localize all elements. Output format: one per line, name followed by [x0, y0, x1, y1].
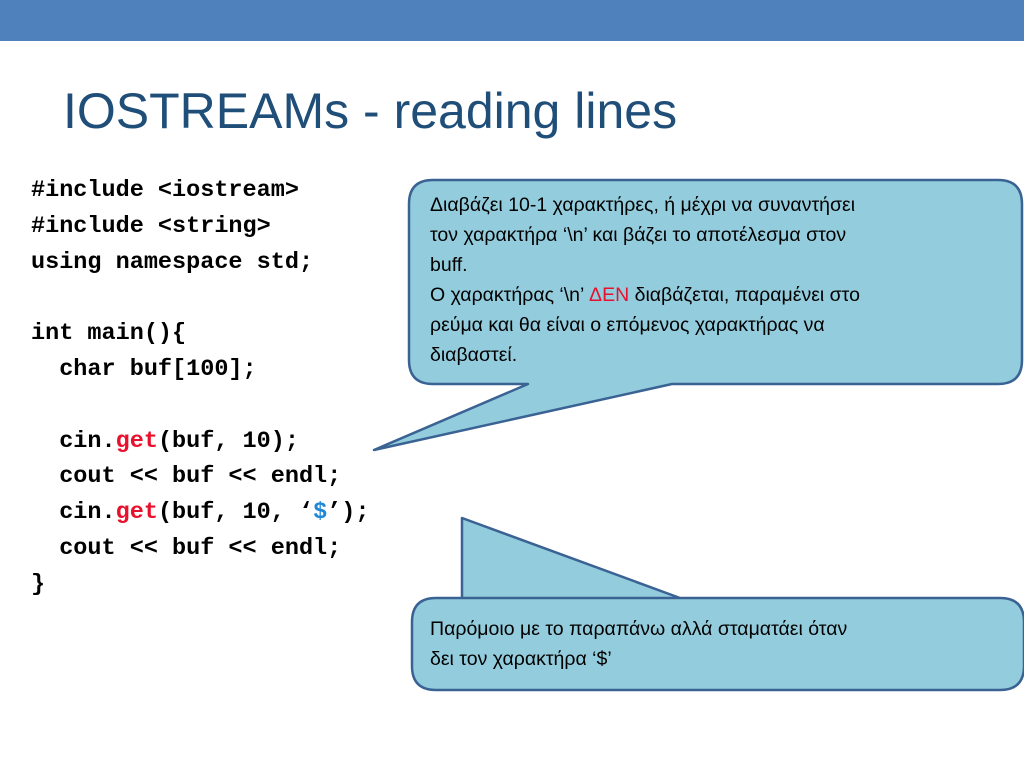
code-text: ’);	[327, 499, 370, 527]
callout-top-text: Διαβάζει 10-1 χαρακτήρες, ή μέχρι να συν…	[430, 190, 1010, 370]
code-line: }	[31, 570, 46, 598]
code-line: using namespace std;	[31, 248, 314, 276]
code-line: cout << buf << endl;	[31, 534, 342, 562]
code-line: cin.get(buf, 10);	[31, 424, 370, 460]
callout-text: διαβάζεται, παραμένει στο	[629, 284, 860, 306]
callout-bubble-bottom	[410, 516, 1024, 692]
callout-bubble-top	[372, 178, 1024, 452]
code-text: (buf, 10, ‘	[157, 499, 314, 527]
code-keyword-get: get	[115, 499, 158, 527]
code-delimiter-symbol: $	[313, 499, 328, 527]
slide-title: IOSTREAMs - reading lines	[63, 83, 678, 139]
callout-bottom-text: Παρόμοιο με το παραπάνω αλλά σταματάει ό…	[430, 614, 1010, 674]
code-text: cin.	[31, 427, 116, 455]
code-text: (buf, 10);	[157, 427, 299, 455]
code-block: #include <iostream> #include <string> us…	[31, 173, 370, 603]
callout-text: Ο χαρακτήρας ‘\n’	[430, 284, 590, 306]
code-line: cout << buf << endl;	[31, 463, 342, 491]
code-line: int main(){	[31, 320, 187, 348]
code-line: cin.get(buf, 10, ‘$’);	[31, 495, 370, 531]
code-text: cin.	[31, 499, 116, 527]
callout-line: Παρόμοιο με το παραπάνω αλλά σταματάει ό…	[430, 618, 848, 640]
callout-line: Διαβάζει 10-1 χαρακτήρες, ή μέχρι να συν…	[430, 194, 856, 216]
callout-emphasis-den: ΔΕΝ	[589, 284, 630, 306]
callout-line: διαβαστεί.	[430, 344, 518, 366]
code-keyword-get: get	[115, 427, 158, 455]
slide-top-bar	[0, 0, 1024, 41]
callout-line: τον χαρακτήρα ‘\n’ και βάζει το αποτέλεσ…	[430, 224, 847, 246]
callout-line: ρεύμα και θα είναι ο επόμενος χαρακτήρας…	[430, 314, 825, 336]
callout-line: δει τον χαρακτήρα ‘$’	[430, 648, 612, 670]
code-line: #include <string>	[31, 212, 271, 240]
callout-line: Ο χαρακτήρας ‘\n’ ΔΕΝ διαβάζεται, παραμέ…	[430, 280, 1010, 310]
code-line: #include <iostream>	[31, 177, 299, 204]
callout-line: buff.	[430, 254, 468, 276]
code-line: char buf[100];	[31, 355, 257, 383]
